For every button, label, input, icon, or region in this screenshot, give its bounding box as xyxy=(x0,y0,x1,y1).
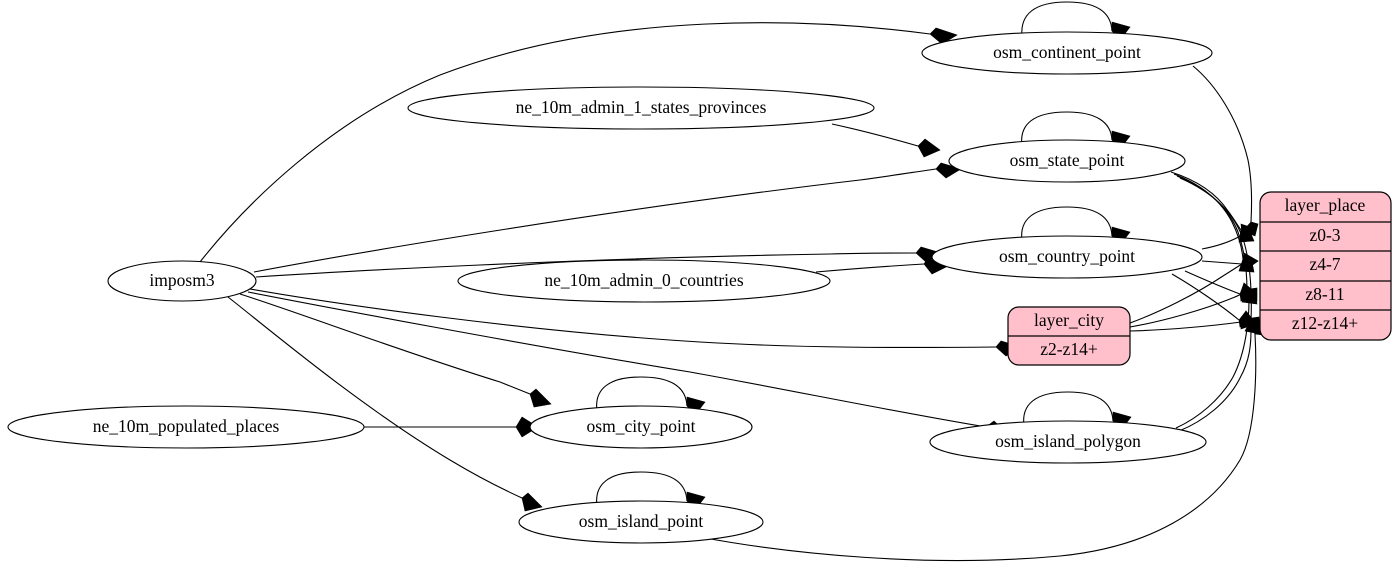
node-osm_city_point-label: osm_city_point xyxy=(587,416,696,436)
record-node-layer_place[interactable]: layer_place z0-3 z4-7 z8-11 z12-z14+ xyxy=(1259,191,1392,341)
node-osm_state_point[interactable]: osm_state_point xyxy=(948,139,1186,183)
node-osm_country_point[interactable]: osm_country_point xyxy=(931,235,1203,279)
node-ne_10m_admin_0_countries-label: ne_10m_admin_0_countries xyxy=(544,270,743,290)
node-osm_island_point-label: osm_island_point xyxy=(579,511,704,531)
edge-imposm3-to-osm_state_point xyxy=(253,162,962,273)
edge-layer_city-to-layer_place-z8-11 xyxy=(1129,282,1258,328)
node-ne_10m_admin_1_states_provinces-label: ne_10m_admin_1_states_provinces xyxy=(516,97,767,117)
node-osm_island_polygon[interactable]: osm_island_polygon xyxy=(929,420,1207,464)
edge-imposm3-to-osm_city_point xyxy=(239,293,552,408)
edge-osm_country_point-to-layer_place-z0-3 xyxy=(1201,223,1257,250)
node-ne_10m_populated_places[interactable]: ne_10m_populated_places xyxy=(7,405,365,449)
record-row-layer_place-z0-3[interactable]: z0-3 xyxy=(1309,225,1340,245)
edge-layer_city-to-layer_place-z4-7 xyxy=(1129,252,1259,324)
record-row-layer_place-z4-7[interactable]: z4-7 xyxy=(1309,254,1340,274)
node-osm_continent_point[interactable]: osm_continent_point xyxy=(921,31,1213,75)
record-header-layer_place: layer_place xyxy=(1285,195,1366,215)
node-imposm3-label: imposm3 xyxy=(149,270,214,290)
node-osm_country_point-label: osm_country_point xyxy=(999,246,1135,266)
edge-ne_10m_admin_0_countries-to-osm_country_point xyxy=(815,257,949,275)
record-layer: layer_city z2-z14+ layer_place z0-3 z4-7… xyxy=(1007,191,1392,366)
edge-osm_island_polygon-to-layer_place-z8-11 xyxy=(1175,287,1258,429)
node-osm_state_point-label: osm_state_point xyxy=(1010,150,1125,170)
edge-layer_city-to-layer_place-z12-z14 xyxy=(1129,310,1257,332)
node-osm_island_polygon-label: osm_island_polygon xyxy=(995,431,1141,451)
node-osm_continent_point-label: osm_continent_point xyxy=(993,42,1141,62)
node-osm_island_point[interactable]: osm_island_point xyxy=(518,500,764,544)
node-osm_city_point[interactable]: osm_city_point xyxy=(529,405,753,449)
node-imposm3[interactable]: imposm3 xyxy=(107,260,257,302)
edge-imposm3-to-osm_island_point xyxy=(227,296,543,512)
record-node-layer_city[interactable]: layer_city z2-z14+ xyxy=(1007,306,1131,366)
record-header-layer_city: layer_city xyxy=(1034,310,1104,330)
node-ne_10m_admin_1_states_provinces[interactable]: ne_10m_admin_1_states_provinces xyxy=(407,86,875,130)
record-row-layer_city-z2-z14[interactable]: z2-z14+ xyxy=(1040,339,1098,359)
record-row-layer_place-z12-z14[interactable]: z12-z14+ xyxy=(1292,313,1358,333)
edge-ne_10m_populated_places-to-osm_city_point xyxy=(364,416,539,438)
node-ne_10m_admin_0_countries[interactable]: ne_10m_admin_0_countries xyxy=(457,259,831,303)
record-row-layer_place-z8-11[interactable]: z8-11 xyxy=(1305,284,1344,304)
edge-imposm3-to-osm_continent_point xyxy=(199,22,958,263)
edge-osm_island_polygon-to-layer_place-z12-z14 xyxy=(1178,316,1260,432)
edge-layer xyxy=(199,1,1264,562)
node-layer: imposm3 ne_10m_admin_1_states_provinces … xyxy=(7,31,1213,544)
node-ne_10m_populated_places-label: ne_10m_populated_places xyxy=(93,416,280,436)
edge-ne_10m_admin_1_states_provinces-to-osm_state_point xyxy=(831,123,941,158)
